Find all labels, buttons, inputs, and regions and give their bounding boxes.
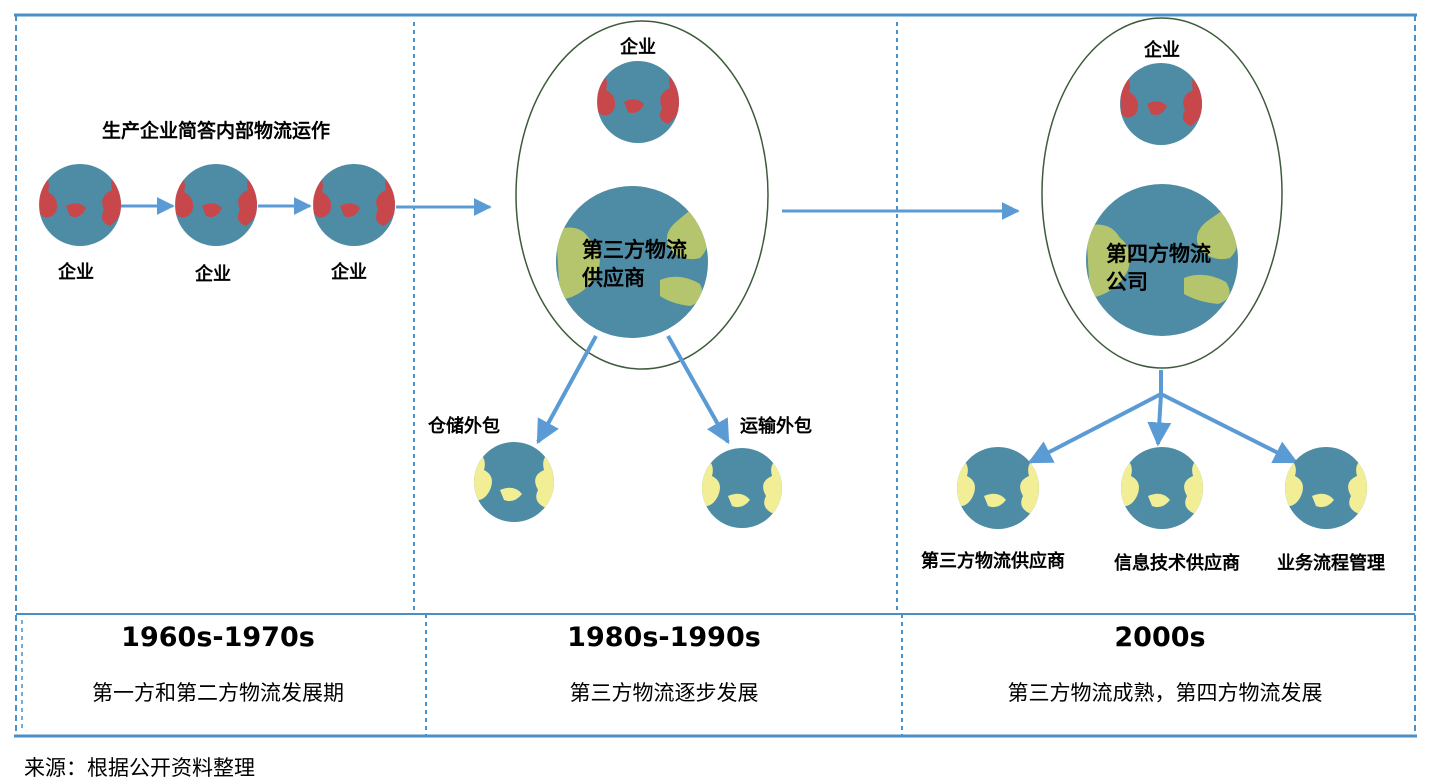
era-1-description: 第一方和第二方物流发展期: [92, 681, 344, 705]
provider-line-1: 第三方物流: [582, 238, 687, 262]
fourth-party-ellipse: [1041, 17, 1283, 369]
child-label-it: 信息技术供应商: [1114, 553, 1240, 574]
third-party-provider-label: 第三方物流 供应商: [582, 236, 687, 292]
globe-company-2: [175, 164, 257, 246]
globe-bpm: [1285, 447, 1367, 529]
globe-company-top-3pl: [597, 61, 679, 143]
globe-company-3: [313, 164, 395, 246]
provider-line-2: 供应商: [582, 266, 645, 290]
arrows: [121, 197, 1299, 464]
era-1-title: 1960s-1970s: [121, 622, 315, 653]
transport-outsourcing-label: 运输外包: [740, 416, 812, 437]
fourth-party-company-label: 第四方物流 公司: [1106, 240, 1211, 296]
era-2-title: 1980s-1990s: [567, 622, 761, 653]
third-party-ellipse: [515, 20, 769, 370]
company-line-1: 第四方物流: [1106, 242, 1211, 266]
section1-heading: 生产企业简答内部物流运作: [101, 120, 331, 142]
era-2-description: 第三方物流逐步发展: [569, 681, 759, 705]
arrow-to-warehouse: [536, 335, 598, 445]
company-1-label: 企业: [58, 262, 94, 283]
era-3-title: 2000s: [1114, 622, 1206, 653]
globe-it-supplier: [1121, 447, 1203, 529]
arrow-to-transport: [666, 335, 730, 445]
globe-3pl-supplier: [957, 447, 1039, 529]
source-note: 来源：根据公开资料整理: [24, 756, 255, 780]
section3-company-label: 企业: [1144, 40, 1180, 61]
company-3-label: 企业: [331, 262, 367, 283]
company-line-2: 公司: [1106, 270, 1148, 294]
arrow-to-3pl-supplier: [1027, 392, 1162, 464]
child-label-bpm: 业务流程管理: [1277, 553, 1385, 574]
frame: [14, 13, 1417, 738]
arrow-to-bpm: [1160, 392, 1299, 464]
era-3-description: 第三方物流成熟，第四方物流发展: [1007, 681, 1323, 705]
company-2-label: 企业: [195, 264, 231, 285]
section2-company-label: 企业: [620, 37, 656, 58]
child-label-3pl: 第三方物流供应商: [921, 551, 1065, 572]
warehouse-outsourcing-label: 仓储外包: [428, 416, 500, 437]
globe-company-1: [39, 164, 121, 246]
globe-warehouse: [474, 442, 554, 522]
arrow-to-it-supplier: [1147, 393, 1172, 447]
globe-transport: [702, 448, 782, 528]
globe-company-top-4pl: [1120, 63, 1202, 145]
